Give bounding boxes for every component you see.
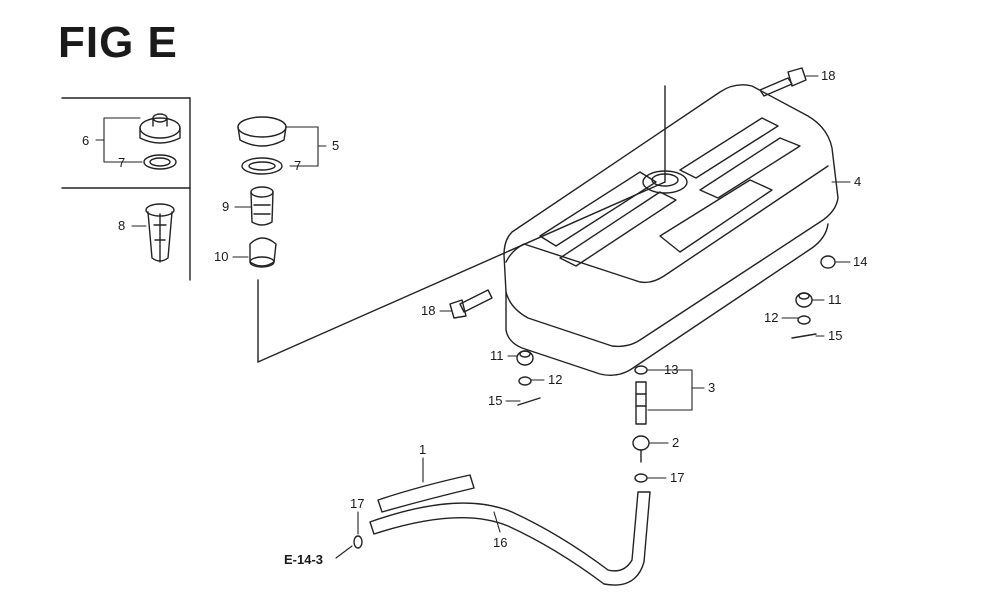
filter-screen [250,186,274,226]
callout-part-11-right: 11 [828,292,842,307]
callout-leaders [95,75,851,559]
filler-cap [237,116,287,147]
reference-link[interactable]: E-14-3 [284,552,324,567]
washer-12-right [797,315,811,325]
bolt-upper [759,67,807,97]
fuel-tank [503,84,839,377]
callout-part-7: 7 [294,158,302,173]
nut-14 [820,255,836,269]
valve-joint-2 [632,435,650,463]
callout-part-15-left: 15 [488,393,503,408]
figure-title: FIG E [58,18,178,67]
callout-part-4: 4 [854,174,862,189]
fuel-hose-1 [377,474,475,513]
inset-gasket [143,154,177,170]
inset-filler-cap [139,113,181,144]
cap-gasket [241,157,283,175]
callout-part-6: 6 [82,133,90,148]
fuel-tube-16 [369,491,651,586]
bolt-left [449,289,493,319]
callout-part-12-left: 12 [548,372,563,387]
callout-part-15-right: 15 [828,328,843,343]
fuel-valve-3 [635,381,647,425]
callout-part-17-left: 17 [350,496,365,511]
strainer-holder [249,237,277,268]
callout-part-11-left: 11 [490,348,504,363]
callout-part-2: 2 [672,435,680,450]
inset-strainer [145,203,175,263]
callout-part-7-inset: 7 [118,155,126,170]
clip-17-right [634,473,648,483]
callout-part-10: 10 [214,249,229,264]
callout-part-3: 3 [708,380,716,395]
pin-15-right [791,333,817,339]
callout-part-18-upper: 18 [821,68,836,83]
nut-11-right [795,292,813,308]
callout-part-18-left: 18 [421,303,436,318]
callout-part-5: 5 [332,138,340,153]
callout-part-13: 13 [664,362,679,377]
clip-17-left [353,535,363,549]
leader-cap-to-tank [257,85,666,363]
nut-11-left [516,350,534,366]
inset-frame [61,97,191,281]
pin-15-left [517,397,541,406]
callout-part-14: 14 [853,254,868,269]
callout-part-8: 8 [118,218,126,233]
callout-part-17-right: 17 [670,470,685,485]
callout-part-9: 9 [222,199,230,214]
callout-part-1: 1 [419,442,427,457]
callout-part-16: 16 [493,535,508,550]
valve-washer-13 [634,365,648,375]
washer-12-left [518,376,532,386]
callout-part-12-right: 12 [764,310,779,325]
